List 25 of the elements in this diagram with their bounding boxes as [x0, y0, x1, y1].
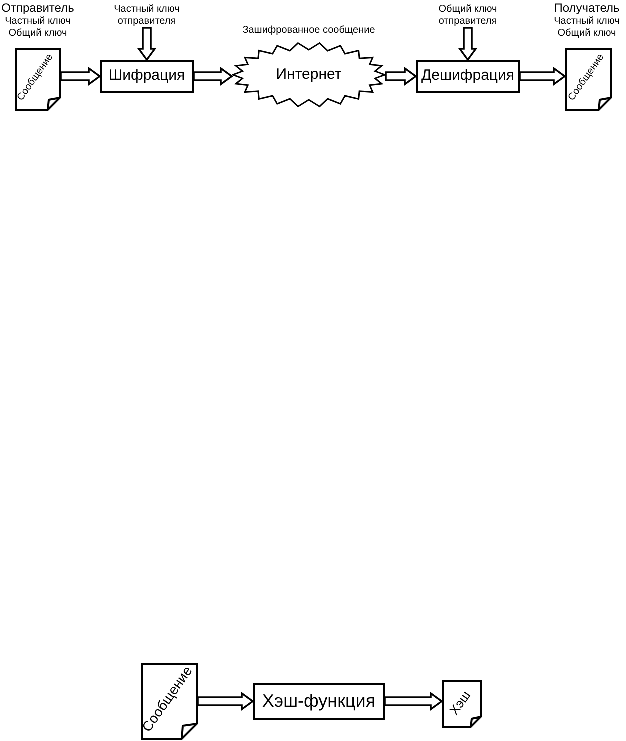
- block-arrow: [384, 692, 444, 712]
- key-label: Частный ключ отправителя: [110, 4, 184, 28]
- block-arrow: [137, 27, 157, 62]
- document: [565, 48, 612, 111]
- party-name: Отправитель: [2, 1, 74, 16]
- process-box: Дешифрация: [416, 60, 520, 93]
- block-arrow: [385, 66, 418, 86]
- document: [15, 48, 61, 111]
- cloud: [232, 42, 386, 108]
- process-box: Шифрация: [100, 60, 194, 93]
- block-arrow: [193, 66, 234, 86]
- block-arrow: [60, 66, 102, 86]
- cloud-label: Интернет: [276, 66, 342, 84]
- party-name: Получатель: [554, 1, 620, 16]
- key-name: Общий ключ: [8, 28, 68, 40]
- process-box: Хэш-функция: [253, 683, 385, 720]
- key-name: Частный ключ: [554, 16, 620, 28]
- key-label: Общий ключ отправителя: [432, 4, 504, 28]
- block-arrow: [458, 27, 478, 62]
- key-name: Частный ключ: [5, 16, 71, 28]
- block-arrow: [197, 692, 255, 712]
- key-name: Общий ключ: [558, 28, 616, 40]
- document: [442, 680, 482, 728]
- cloud-caption: Зашифрованное сообщение: [242, 25, 376, 37]
- block-arrow: [519, 66, 567, 86]
